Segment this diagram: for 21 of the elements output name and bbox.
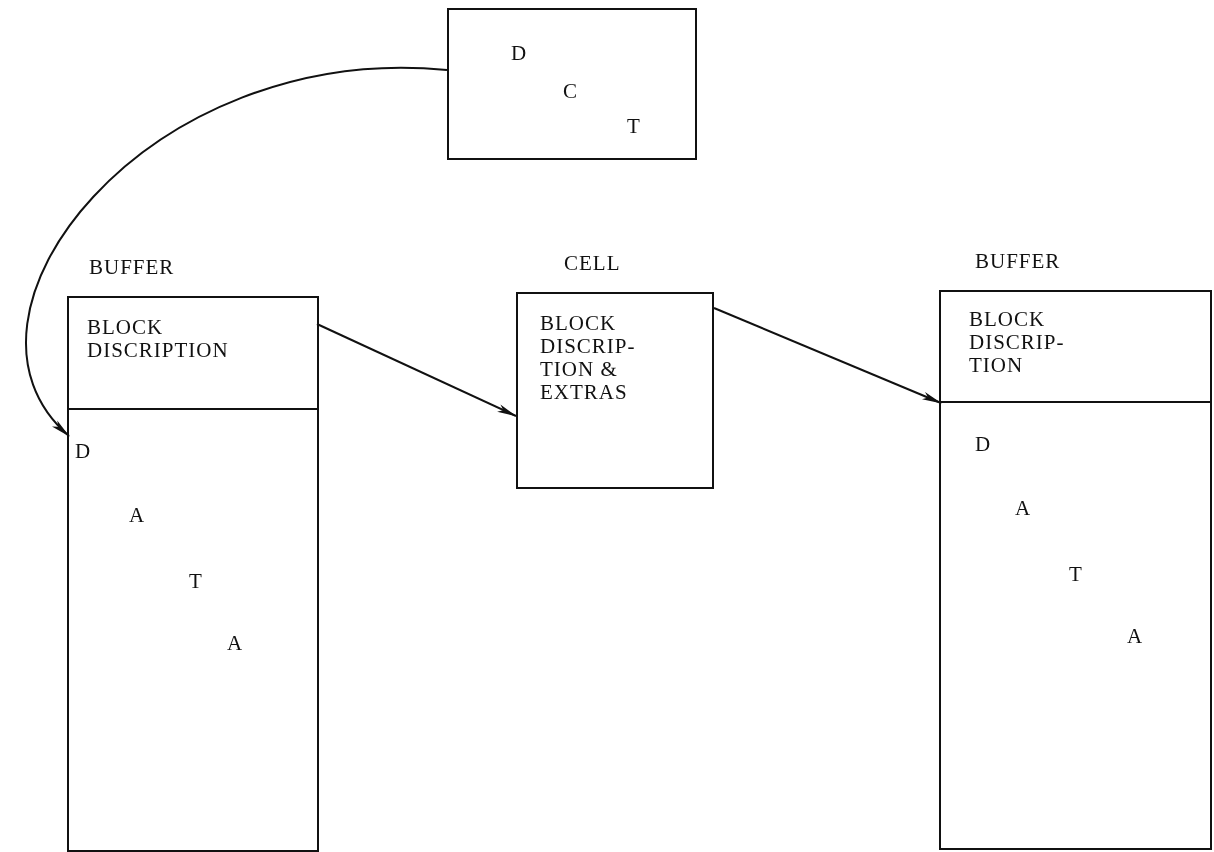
letter: T <box>627 115 641 139</box>
box-heading: BUFFER <box>89 256 175 280</box>
letter: D <box>511 42 528 66</box>
arrow <box>316 323 517 417</box>
letter: D <box>75 440 92 464</box>
arrow <box>26 67 448 437</box>
letter: A <box>227 632 244 656</box>
letter: D <box>975 433 992 457</box>
letter: T <box>189 570 203 594</box>
box-heading: BUFFER <box>975 250 1061 274</box>
box-text: BLOCK DISCRIP- TION <box>969 308 1065 378</box>
letter: C <box>563 80 578 104</box>
letter: A <box>1127 625 1144 649</box>
arrow <box>713 307 942 404</box>
box <box>447 8 697 160</box>
letter: A <box>129 504 146 528</box>
letter: A <box>1015 497 1032 521</box>
letter: T <box>1069 563 1083 587</box>
box-text: BLOCK DISCRIP- TION & EXTRAS <box>540 312 636 405</box>
box-heading: CELL <box>564 252 621 276</box>
box-text: BLOCK DISCRIPTION <box>87 316 229 363</box>
